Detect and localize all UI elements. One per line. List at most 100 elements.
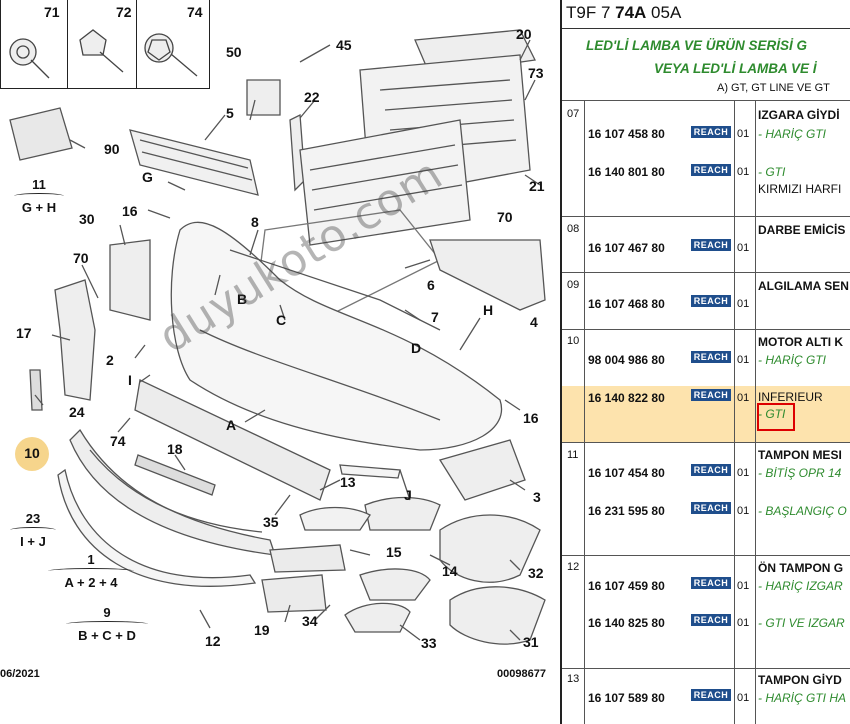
quantity: 01 xyxy=(737,692,750,704)
part-number[interactable]: 16 140 822 80 xyxy=(588,391,665,405)
part-condition: - HARİÇ GTI xyxy=(758,353,826,367)
quantity: 01 xyxy=(737,166,750,178)
part-condition: - HARİÇ GTI HA xyxy=(758,691,847,705)
callout-70b: 70 xyxy=(497,209,513,225)
row-title: ALGILAMA SEN xyxy=(758,279,849,293)
quantity: 01 xyxy=(737,467,750,479)
reach-badge: REACH xyxy=(691,389,731,401)
callout-19: 19 xyxy=(254,622,270,638)
callout-20: 20 xyxy=(516,26,532,42)
parts-drawing xyxy=(9,24,546,645)
callout-8: 8 xyxy=(251,214,259,230)
part-number[interactable]: 16 107 467 80 xyxy=(588,241,665,255)
section-number: 09 xyxy=(567,279,580,291)
callout-35: 35 xyxy=(263,514,279,530)
callout-18: 18 xyxy=(167,441,183,457)
callout-30: 30 xyxy=(79,211,95,227)
part-number[interactable]: 16 140 801 80 xyxy=(588,165,665,179)
callout-J: J xyxy=(404,487,412,503)
row-title: TAMPON MESI xyxy=(758,448,842,462)
header-rule xyxy=(562,28,850,29)
callout-73: 73 xyxy=(528,65,544,81)
part-condition: - BİTİŞ OPR 14 xyxy=(758,466,842,480)
reach-badge: REACH xyxy=(691,351,731,363)
reach-badge: REACH xyxy=(691,689,731,701)
part-number[interactable]: 16 107 589 80 xyxy=(588,691,665,705)
callout-21: 21 xyxy=(529,178,545,194)
section-number: 08 xyxy=(567,223,580,235)
callout-72: 72 xyxy=(116,4,132,20)
callout-17: 17 xyxy=(16,325,32,341)
parts-list-panel: T9F 7 74A 05A LED'Lİ LAMBA VE ÜRÜN SERİS… xyxy=(562,0,850,724)
callout-3: 3 xyxy=(533,489,541,505)
reach-badge: REACH xyxy=(691,126,731,138)
callout-45: 45 xyxy=(336,37,352,53)
part-condition: - BAŞLANGIÇ O xyxy=(758,504,847,518)
screw-box-71 xyxy=(0,0,68,89)
reach-badge: REACH xyxy=(691,464,731,476)
highlighted-callout-10: 10 xyxy=(15,437,49,471)
highlight-box xyxy=(757,403,795,431)
callout-74: 74 xyxy=(187,4,203,20)
callout-15: 15 xyxy=(386,544,402,560)
part-number[interactable]: 16 107 459 80 xyxy=(588,579,665,593)
col-line xyxy=(584,100,585,724)
section-number: 13 xyxy=(567,673,580,685)
callout-50: 50 xyxy=(226,44,242,60)
part-number[interactable]: 16 140 825 80 xyxy=(588,616,665,630)
row-divider xyxy=(562,555,850,556)
callout-33: 33 xyxy=(421,635,437,651)
part-number[interactable]: 98 004 986 80 xyxy=(588,353,665,367)
callout-B: B xyxy=(237,291,248,307)
part-number[interactable]: 16 231 595 80 xyxy=(588,504,665,518)
callout-74b: 74 xyxy=(110,433,126,449)
callout-24: 24 xyxy=(69,404,85,420)
callout-34: 34 xyxy=(302,613,318,629)
callout-16: 16 xyxy=(122,203,138,219)
callout-6: 6 xyxy=(427,277,435,293)
reach-badge: REACH xyxy=(691,502,731,514)
row-divider xyxy=(562,216,850,217)
quantity: 01 xyxy=(737,505,750,517)
part-number[interactable]: 16 107 468 80 xyxy=(588,297,665,311)
part-number[interactable]: 16 107 454 80 xyxy=(588,466,665,480)
row-title: DARBE EMİCİS xyxy=(758,223,846,237)
reach-badge: REACH xyxy=(691,239,731,251)
callout-H: H xyxy=(483,302,494,318)
callout-71: 71 xyxy=(44,4,60,20)
callout-G: G xyxy=(142,169,153,185)
quantity: 01 xyxy=(737,128,750,140)
quantity: 01 xyxy=(737,354,750,366)
callout-A: A xyxy=(226,417,237,433)
callout-D: D xyxy=(411,340,422,356)
col-line xyxy=(734,100,735,724)
part-number[interactable]: 16 107 458 80 xyxy=(588,127,665,141)
section-number: 12 xyxy=(567,561,580,573)
section-number: 10 xyxy=(567,335,580,347)
part-condition: - HARİÇ GTI xyxy=(758,127,826,141)
panel-header: T9F 7 74A 05A xyxy=(566,3,682,22)
part-note: INFERIEUR xyxy=(758,390,823,404)
diagram-date: 06/2021 xyxy=(0,668,40,680)
condition-line-2: VEYA LED'Lİ LAMBA VE İ xyxy=(654,61,817,76)
exploded-parts-diagram: 71 72 74 45 20 50 5 73 22 90 16 G 8 70 3… xyxy=(0,0,546,680)
condition-subline: A) GT, GT LINE VE GT xyxy=(717,82,830,94)
reach-badge: REACH xyxy=(691,614,731,626)
callout-90: 90 xyxy=(104,141,120,157)
part-condition: - HARİÇ IZGAR xyxy=(758,579,843,593)
section-number: 07 xyxy=(567,108,580,120)
row-divider xyxy=(562,272,850,273)
section-number: 11 xyxy=(567,449,579,461)
part-condition: - GTI VE IZGAR xyxy=(758,616,845,630)
row-divider xyxy=(562,668,850,669)
reach-badge: REACH xyxy=(691,577,731,589)
part-condition: - GTI xyxy=(758,407,786,421)
screw-box-74 xyxy=(136,0,210,89)
quantity: 01 xyxy=(737,617,750,629)
callout-12: 12 xyxy=(205,633,221,649)
row-title: IZGARA GİYDİ xyxy=(758,108,840,122)
col-line xyxy=(755,100,756,724)
diagram-ref: 00098677 xyxy=(497,668,546,680)
